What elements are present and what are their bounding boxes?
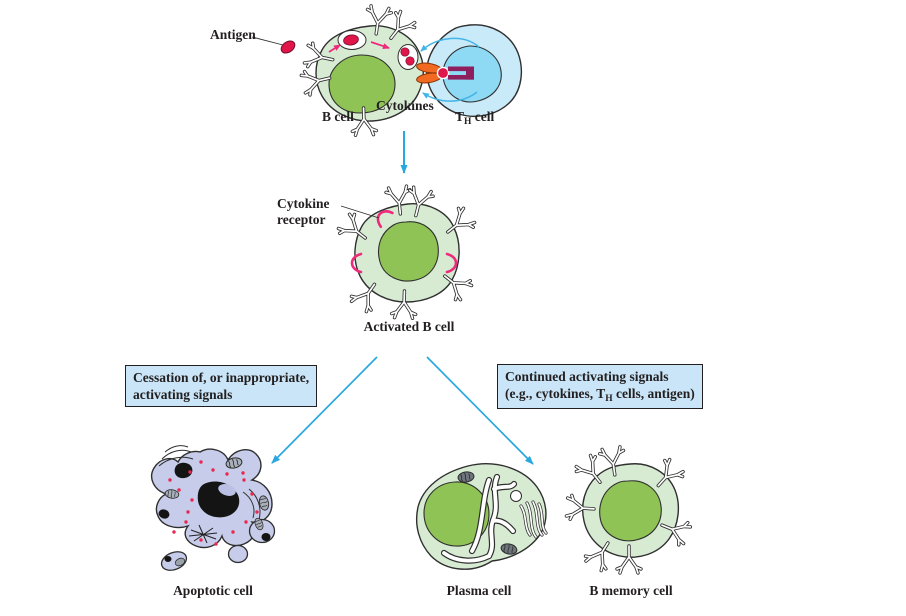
apoptotic-cell-label: Apoptotic cell bbox=[173, 583, 253, 598]
b-cell-nucleus bbox=[328, 54, 396, 114]
secretory-vesicle bbox=[510, 490, 522, 502]
th-cell-label: TH cell bbox=[455, 109, 495, 127]
b-memory-cell-nucleus bbox=[599, 480, 662, 542]
presented-peptide bbox=[436, 66, 450, 80]
th-cell-illustration bbox=[426, 24, 523, 118]
chromatin-fragment bbox=[164, 556, 172, 562]
mitochondrion-icon bbox=[174, 557, 186, 567]
right-branch-arrow bbox=[426, 356, 534, 465]
tcr-molecule bbox=[448, 75, 474, 80]
b-cell-label: B cell bbox=[322, 109, 354, 124]
b-memory-cell-label: B memory cell bbox=[589, 583, 673, 598]
er-fragments bbox=[242, 488, 261, 521]
plasma-cell-illustration bbox=[415, 463, 548, 570]
endoplasmic-reticulum bbox=[440, 473, 518, 564]
cytokine-exchange-arrows bbox=[420, 37, 480, 102]
activated-b-cell-nucleus bbox=[377, 221, 439, 282]
golgi-apparatus bbox=[519, 500, 548, 539]
antigen-shape bbox=[280, 40, 296, 54]
b-cell-illustration bbox=[298, 3, 424, 138]
er-fragments bbox=[158, 445, 194, 467]
spindle-remnant bbox=[188, 524, 218, 544]
tcr-molecule bbox=[448, 66, 474, 72]
continued-signals-box: Continued activating signals (e.g., cyto… bbox=[497, 364, 703, 409]
left-branch-arrow bbox=[271, 356, 378, 464]
nucleus-highlight bbox=[218, 484, 236, 496]
tcr-molecule bbox=[466, 66, 474, 80]
apoptotic-cell-illustration bbox=[150, 445, 276, 571]
apoptotic-bleb bbox=[227, 544, 249, 564]
plasma-cell-label: Plasma cell bbox=[446, 583, 512, 598]
activated-b-cell-label: Activated B cell bbox=[363, 319, 455, 334]
cytokines-label: Cytokines bbox=[376, 98, 434, 113]
antigen-pointer-line bbox=[251, 36, 284, 46]
antigen-fragment bbox=[405, 56, 415, 66]
cytokine-arc-bottom bbox=[422, 91, 478, 102]
antigen-fragment bbox=[400, 47, 410, 57]
cytokine-receptor-pointer-line bbox=[340, 205, 380, 219]
cessation-signals-box: Cessation of, or inappropriate, activati… bbox=[125, 365, 318, 407]
chromatin-fragment bbox=[158, 509, 170, 519]
cytokine-arc-top bbox=[420, 37, 480, 52]
activated-b-cell-illustration bbox=[334, 184, 479, 321]
antigen-label: Antigen bbox=[210, 27, 256, 42]
apoptotic-granules bbox=[168, 460, 259, 546]
cytokine-receptor-label: Cytokine receptor bbox=[277, 196, 330, 227]
chromatin-fragment bbox=[261, 533, 271, 541]
internalization-arrow-icon bbox=[328, 44, 341, 53]
chromatin-fragment bbox=[174, 462, 193, 479]
mhc-tcr-junction bbox=[416, 62, 474, 84]
b-memory-cell-illustration bbox=[564, 444, 694, 575]
subscript-h: H bbox=[464, 117, 472, 127]
internalized-antigen bbox=[343, 34, 359, 46]
subscript-h: H bbox=[605, 394, 613, 404]
processing-arrow-icon bbox=[370, 41, 390, 49]
